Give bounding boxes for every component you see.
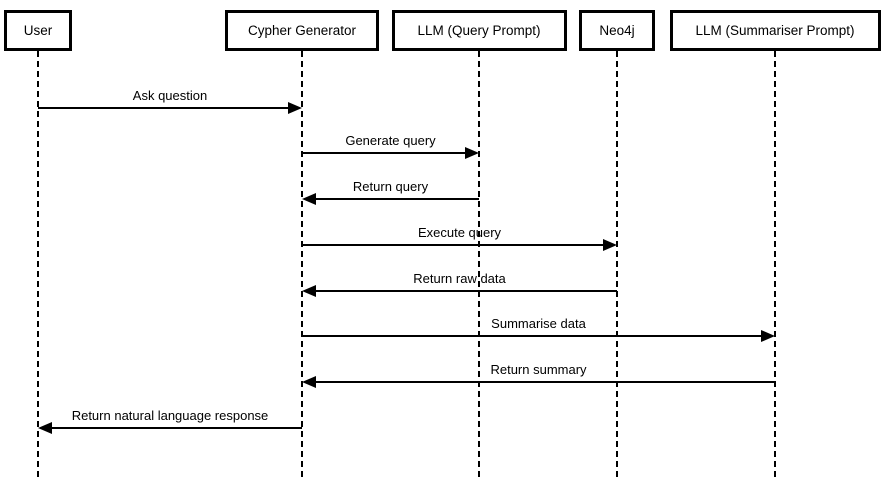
lifeline-user: [37, 51, 39, 477]
arrowhead-left-icon: [38, 422, 52, 434]
lifeline-neo4j: [616, 51, 618, 477]
message-line-return-raw-data: [315, 290, 617, 292]
participant-label-llm-summariser-prompt: LLM (Summariser Prompt): [695, 23, 855, 38]
lifeline-llm-query-prompt: [478, 51, 480, 477]
message-line-return-query: [315, 198, 479, 200]
arrowhead-right-icon: [603, 239, 617, 251]
message-line-return-natural-language-response: [51, 427, 302, 429]
message-label-return-raw-data: Return raw data: [413, 271, 506, 286]
message-line-ask-question: [38, 107, 289, 109]
lifeline-cypher-generator: [301, 51, 303, 477]
participant-box-cypher-generator: Cypher Generator: [225, 10, 379, 51]
arrowhead-right-icon: [288, 102, 302, 114]
participant-box-neo4j: Neo4j: [579, 10, 655, 51]
arrowhead-right-icon: [761, 330, 775, 342]
arrowhead-left-icon: [302, 193, 316, 205]
participant-label-user: User: [23, 23, 53, 38]
participant-label-llm-query-prompt: LLM (Query Prompt): [417, 23, 541, 38]
message-label-execute-query: Execute query: [417, 225, 502, 240]
message-label-summarise-data: Summarise data: [491, 316, 586, 331]
lifeline-llm-summariser-prompt: [774, 51, 776, 477]
arrowhead-left-icon: [302, 376, 316, 388]
participant-box-user: User: [4, 10, 72, 51]
message-label-return-natural-language-response: Return natural language response: [71, 408, 269, 423]
message-label-generate-query: Generate query: [345, 133, 436, 148]
message-label-ask-question: Ask question: [132, 88, 208, 103]
message-line-generate-query: [302, 152, 466, 154]
arrowhead-left-icon: [302, 285, 316, 297]
arrowhead-right-icon: [465, 147, 479, 159]
participant-box-llm-summariser-prompt: LLM (Summariser Prompt): [669, 10, 881, 51]
participant-box-llm-query-prompt: LLM (Query Prompt): [391, 10, 567, 51]
message-line-return-summary: [315, 381, 775, 383]
message-line-summarise-data: [302, 335, 762, 337]
participant-label-cypher-generator: Cypher Generator: [247, 23, 357, 38]
message-label-return-query: Return query: [352, 179, 429, 194]
participant-label-neo4j: Neo4j: [599, 23, 635, 38]
message-label-return-summary: Return summary: [490, 362, 587, 377]
message-line-execute-query: [302, 244, 604, 246]
